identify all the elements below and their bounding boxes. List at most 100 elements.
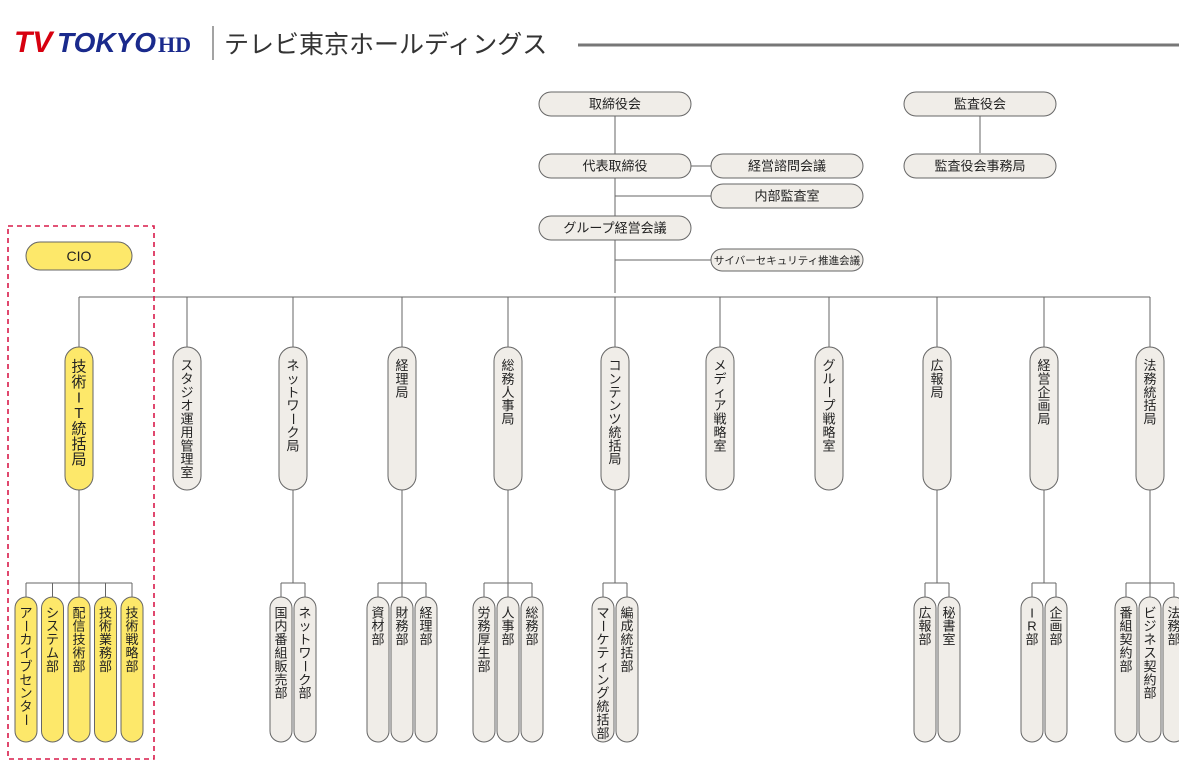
division-1-sub-3 (67, 596, 91, 743)
division-11-sub-1 (1114, 596, 1138, 743)
division-4-sub-3-label: 経理部 (419, 605, 432, 647)
svg-text:ー: ー (285, 412, 300, 425)
division-4-sub-3 (414, 596, 438, 743)
svg-text:ー: ー (595, 620, 610, 633)
svg-text:ー: ー (18, 620, 33, 633)
division-8 (814, 346, 844, 491)
internal-audit-node (710, 183, 864, 209)
division-11-sub-1-label: 番組契約部 (1119, 605, 1132, 674)
division-5-sub-2-label: 人事部 (501, 605, 514, 647)
division-7-label: メディア戦略室 (713, 358, 726, 453)
division-5-sub-3 (520, 596, 544, 743)
division-11-sub-2-label: ビジネス契約部 (1143, 605, 1156, 700)
division-3-label: ネットワーク局 (286, 0, 299, 453)
division-9-label: 広報局 (930, 358, 943, 400)
division-8-label: グループ戦略室 (822, 0, 835, 453)
division-9-sub-1 (913, 596, 937, 743)
division-1-sub-1 (14, 596, 38, 743)
division-10-sub-2-label: 企画部 (1049, 605, 1062, 647)
cyber-node (710, 248, 864, 272)
division-5-sub-1-label: 労務厚生部 (477, 605, 490, 674)
division-1-sub-5-label: 技術戦略部 (125, 605, 138, 674)
tv-tokyo-logo: TV TOKYO HD (14, 26, 191, 59)
division-3-sub-1 (269, 596, 293, 743)
group-meeting-node (538, 215, 692, 241)
division-10-label: 経営企画局 (1037, 358, 1050, 427)
division-4-sub-2-label: 財務部 (395, 605, 408, 647)
audit-office-node (903, 153, 1057, 179)
cio-node (25, 241, 133, 271)
division-10 (1029, 346, 1059, 491)
division-4-sub-2 (390, 596, 414, 743)
group-meeting-node-label: グループ経営会議 (563, 221, 666, 236)
division-5-sub-3-label: 総務部 (525, 605, 538, 647)
division-6-sub-1 (591, 596, 615, 743)
division-6-sub-2 (615, 596, 639, 743)
board-node-label: 取締役会 (589, 97, 641, 112)
division-11-sub-3 (1162, 596, 1179, 743)
division-5-label: 総務人事局 (501, 358, 514, 427)
division-1-sub-5 (120, 596, 144, 743)
audit-board-node (903, 91, 1057, 117)
division-11 (1135, 346, 1165, 491)
division-2-label: スタジオ運用管理室 (180, 358, 193, 480)
division-5 (493, 346, 523, 491)
division-1 (64, 346, 94, 491)
division-9 (922, 346, 952, 491)
internal-audit-node-label: 内部監査室 (754, 189, 819, 204)
division-6 (600, 346, 630, 491)
cio-node-label: CIO (67, 248, 92, 264)
header: TV TOKYO HD テレビ東京ホールディングス (14, 26, 1179, 60)
logo-tokyo: TOKYO (57, 27, 156, 58)
division-1-sub-1-label: アーカイブセンター (19, 0, 32, 714)
svg-text:ー: ー (821, 386, 836, 399)
advisory-node (710, 153, 864, 179)
svg-text:ー: ー (18, 713, 33, 726)
division-10-sub-1 (1020, 596, 1044, 743)
division-3-sub-2 (293, 596, 317, 743)
division-2 (172, 346, 202, 491)
logo-hd: HD (158, 32, 191, 57)
division-1-sub-4 (94, 596, 117, 743)
division-9-sub-1-label: 広報部 (918, 605, 931, 647)
division-11-sub-2 (1138, 596, 1162, 743)
chart-nodes: アーカイブセンターーーシステム部配信技術部技術業務部技術戦略部技術IT統括局スタ… (7, 0, 1179, 760)
division-3 (278, 346, 308, 491)
company-name: テレビ東京ホールディングス (224, 30, 547, 59)
division-1-sub-3-label: 配信技術部 (72, 605, 85, 674)
division-9-sub-2 (937, 596, 961, 743)
logo-tv: TV (14, 26, 55, 59)
audit-office-node-label: 監査役会事務局 (934, 159, 1025, 174)
representative-node-label: 代表取締役 (582, 159, 647, 174)
division-4-label: 経理局 (395, 358, 408, 400)
representative-node (538, 153, 692, 179)
audit-board-node-label: 監査役会 (954, 97, 1006, 112)
board-node (538, 91, 692, 117)
division-4-sub-1-label: 資材部 (371, 605, 384, 647)
division-7 (705, 346, 735, 491)
it-division-highlight-box (7, 225, 155, 760)
division-11-sub-3-label: 法務部 (1167, 605, 1179, 647)
division-1-sub-2-label: システム部 (46, 605, 59, 674)
division-3-sub-2-label: ネットワーク部 (298, 0, 311, 701)
division-11-label: 法務統括局 (1143, 358, 1156, 427)
division-6-label: コンテンツ統括局 (608, 358, 621, 467)
division-4-sub-1 (366, 596, 390, 743)
division-10-sub-2 (1044, 596, 1068, 743)
division-5-sub-1 (472, 596, 496, 743)
connector-lines (25, 116, 1175, 597)
advisory-node-label: 経営諮問会議 (748, 159, 826, 174)
division-6-sub-1-label: マーケティング統括部 (596, 0, 609, 741)
division-3-sub-1-label: 国内番組販売部 (274, 605, 287, 700)
division-9-sub-2-label: 秘書室 (942, 605, 955, 647)
division-4 (387, 346, 417, 491)
division-5-sub-2 (496, 596, 520, 743)
division-6-sub-2-label: 編成統括部 (620, 605, 633, 674)
svg-text:ー: ー (297, 660, 312, 673)
division-1-sub-2 (41, 596, 64, 743)
division-1-sub-4-label: 技術業務部 (99, 605, 112, 674)
cyber-node-label: サイバーセキュリティ推進会議 (714, 254, 861, 267)
